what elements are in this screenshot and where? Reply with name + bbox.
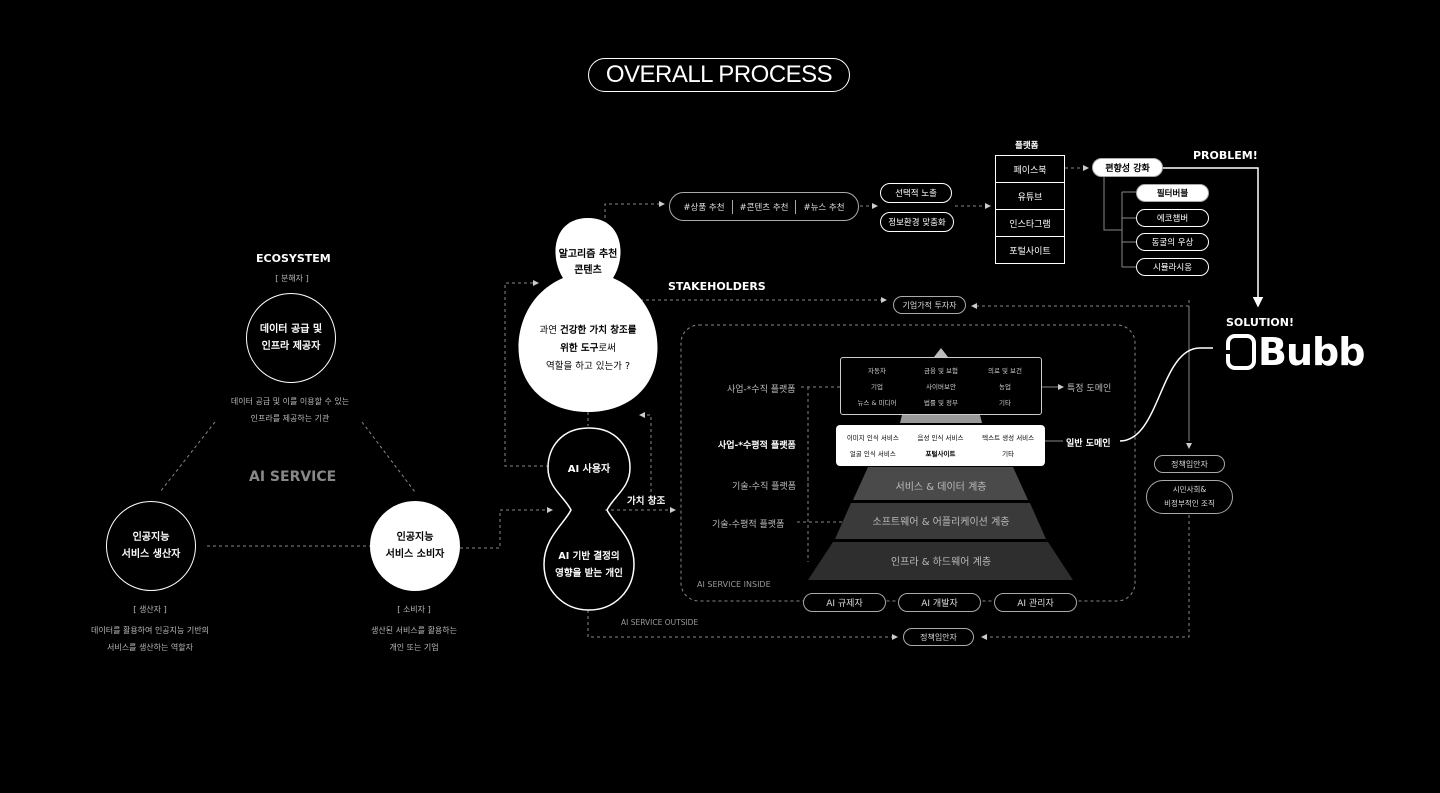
algo-question: 과연 건강한 가치 창조를 위한 도구로써 역할을 하고 있는가 ? (520, 322, 656, 376)
platform-instagram[interactable]: 인스타그램 (996, 210, 1064, 237)
producer-circle[interactable]: 인공지능 서비스 생산자 (106, 501, 196, 591)
tag-divider (795, 199, 797, 214)
stakeholders-heading: STAKEHOLDERS (668, 280, 766, 293)
producer-desc-2: 서비스를 생산하는 역할자 (106, 643, 194, 652)
tag-news: #뉴스 추천 (803, 202, 845, 213)
effect-selective-exposure[interactable]: 선택적 노출 (880, 183, 952, 203)
algo-q3: 역할을 하고 있는가 ? (545, 361, 631, 372)
algo-bubble-shape (518, 218, 658, 412)
ai-user-bubble-shape (543, 427, 635, 611)
domain-cell: 의료 및 보건 (987, 367, 1023, 375)
role-developer[interactable]: AI 개발자 (898, 593, 981, 612)
problem-simulation[interactable]: 시뮬라시옹 (1136, 258, 1209, 276)
domain-cell: 자동차 (868, 367, 886, 375)
layer-service-data: 서비스 & 데이터 계층 (895, 481, 987, 493)
problem-bias[interactable]: 편향성 강화 (1092, 158, 1163, 177)
service-cell: 텍스트 생성 서비스 (982, 434, 1035, 442)
page-title: OVERALL PROCESS (588, 58, 850, 92)
service-cell: 얼굴 인식 서비스 (849, 450, 896, 458)
platform-facebook[interactable]: 페이스북 (996, 156, 1064, 183)
pyramid-shape (808, 348, 1073, 580)
vertical-domain-box: 자동차 금융 및 보험 의료 및 보건 기업 사이버보안 농업 뉴스 & 미디어… (840, 357, 1042, 415)
outside-label: AI SERVICE OUTSIDE (621, 618, 699, 627)
consumer-desc-1: 생산된 서비스를 활용하는 (370, 626, 458, 635)
tag-content: #콘텐츠 추천 (739, 202, 789, 213)
policy-right-pill[interactable]: 정책입안자 (1154, 455, 1225, 473)
domain-cell: 뉴스 & 미디어 (857, 399, 897, 407)
label-biz-horizontal: 사업-*수평적 플랫폼 (718, 441, 796, 451)
specific-domain-label: 특정 도메인 (1067, 384, 1112, 394)
platforms-list: 페이스북 유튜브 인스타그램 포털사이트 (995, 155, 1065, 264)
recommend-tags-pill[interactable]: #상품 추천 #콘텐츠 추천 #뉴스 추천 (669, 192, 859, 221)
producer-desc-1: 데이터를 활용하여 인공지능 기반의 (90, 626, 210, 635)
domain-cell: 농업 (999, 383, 1011, 391)
algo-q1-pre: 과연 (539, 325, 560, 336)
logo-mark-gap (1226, 350, 1242, 354)
value-creation-label: 가치 창조 (627, 496, 666, 507)
role-manager[interactable]: AI 관리자 (994, 593, 1077, 612)
ai-service-label: AI SERVICE (249, 469, 337, 485)
layer-software-app: 소프트웨어 & 어플리케이션 계층 (872, 516, 1010, 528)
consumer-tag: [ 소비자 ] (397, 605, 431, 614)
distributor-tag: [ 분해자 ] (275, 274, 309, 283)
investor-pill[interactable]: 기업가적 투자자 (893, 296, 966, 314)
algo-q2-post: 로써 (598, 343, 616, 354)
effect-info-customization[interactable]: 정보환경 맞춤화 (880, 212, 954, 232)
service-cell: 기타 (1002, 450, 1015, 458)
role-regulator[interactable]: AI 규제자 (803, 593, 886, 612)
layer-infra-hardware: 인프라 & 하드웨어 계층 (890, 556, 992, 568)
ecosystem-heading: ECOSYSTEM (256, 252, 331, 265)
domain-cell: 법률 및 정부 (923, 399, 959, 407)
algo-q1-bold: 건강한 가치 창조를 (559, 325, 637, 336)
platforms-heading: 플랫폼 (1015, 141, 1039, 151)
policy-bottom-pill[interactable]: 정책입안자 (903, 628, 974, 646)
solution-heading: SOLUTION! (1226, 316, 1294, 329)
logo-text: Bubb (1258, 330, 1365, 374)
consumer-circle[interactable]: 인공지능 서비스 소비자 (370, 501, 460, 591)
domain-cell: 사이버보안 (926, 383, 956, 391)
label-tech-horizontal: 기술-수평적 플랫폼 (712, 520, 785, 530)
ai-user-label: AI 사용자 (567, 464, 611, 475)
consumer-desc-2: 개인 또는 기업 (389, 643, 439, 652)
algo-title: 알고리즘 추천 콘텐츠 (558, 249, 618, 276)
general-domain-label: 일반 도메인 (1066, 439, 1111, 449)
inside-label: AI SERVICE INSIDE (697, 580, 771, 589)
problem-heading: PROBLEM! (1193, 149, 1258, 162)
civil-pill[interactable]: 시민사회& 비정부적인 조직 (1146, 480, 1233, 514)
problem-idol-cave[interactable]: 동굴의 우상 (1136, 233, 1209, 251)
tag-product: #상품 추천 (683, 202, 725, 213)
solution-logo[interactable]: Bubb (1226, 330, 1365, 374)
service-cell: 포털사이트 (925, 450, 956, 458)
provider-desc-1: 데이터 공급 및 이를 이용할 수 있는 (230, 397, 350, 406)
platform-portal[interactable]: 포털사이트 (1009, 246, 1051, 257)
tag-divider (731, 199, 733, 214)
domain-cell: 금융 및 보험 (923, 367, 959, 375)
service-cell: 음성 인식 서비스 (917, 434, 964, 442)
provider-circle[interactable]: 데이터 공급 및 인프라 제공자 (246, 293, 336, 383)
domain-cell: 기타 (999, 399, 1011, 407)
producer-tag: [ 생산자 ] (133, 605, 167, 614)
problem-echo-chamber[interactable]: 에코챔버 (1136, 209, 1209, 227)
affected-label: AI 기반 결정의 영향을 받는 개인 (555, 551, 623, 579)
service-cell: 이미지 인식 서비스 (846, 434, 899, 442)
algo-q2-bold: 위한 도구 (560, 343, 599, 354)
platform-youtube[interactable]: 유튜브 (996, 183, 1064, 210)
provider-desc-2: 인프라를 제공하는 기관 (250, 414, 330, 423)
horizontal-service-box: 이미지 인식 서비스 음성 인식 서비스 텍스트 생성 서비스 얼굴 인식 서비… (836, 425, 1045, 466)
logo-mark-icon (1226, 334, 1256, 370)
domain-cell: 기업 (871, 383, 883, 391)
problem-filter-bubble[interactable]: 필터버블 (1136, 184, 1209, 202)
label-tech-vertical: 기술-수직 플랫폼 (732, 482, 797, 492)
label-biz-vertical: 사업-*수직 플랫폼 (727, 385, 796, 395)
